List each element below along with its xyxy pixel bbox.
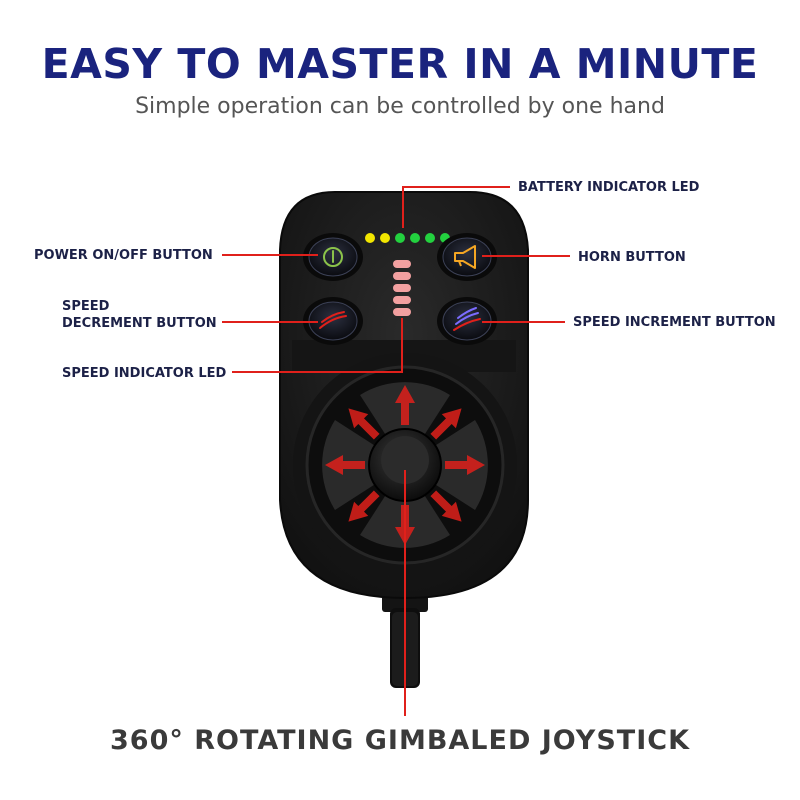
speed-down-icon (319, 311, 347, 329)
horn-icon (454, 245, 476, 269)
speed-increment-label: SPEED INCREMENT BUTTON (573, 315, 776, 330)
leader-speed-led (232, 318, 403, 373)
direction-arrows (325, 385, 485, 545)
speed-decrement-label: SPEED DECREMENT BUTTON (62, 298, 217, 332)
speed-decrement-label-line1: SPEED (62, 299, 110, 314)
horn-button[interactable] (437, 233, 497, 281)
leader-lines (222, 186, 570, 716)
page-title: EASY TO MASTER IN A MINUTE (41, 40, 759, 88)
speed-led-1 (393, 260, 411, 268)
battery-led-3 (395, 233, 405, 243)
battery-led-5 (425, 233, 435, 243)
battery-led-2 (380, 233, 390, 243)
horn-button-label: HORN BUTTON (578, 250, 686, 265)
speed-increment-button[interactable] (437, 297, 497, 345)
speed-led-5 (393, 308, 411, 316)
speed-led-2 (393, 272, 411, 280)
speed-decrement-button[interactable] (303, 297, 363, 345)
speed-decrement-label-line2: DECREMENT BUTTON (62, 316, 217, 331)
speed-led-4 (393, 296, 411, 304)
battery-led-1 (365, 233, 375, 243)
battery-indicator-label: BATTERY INDICATOR LED (518, 180, 700, 195)
battery-led-row (365, 233, 450, 243)
leader-battery (402, 186, 510, 228)
speed-led-column (393, 260, 411, 316)
joystick[interactable] (293, 353, 517, 577)
battery-led-4 (410, 233, 420, 243)
speed-indicator-label: SPEED INDICATOR LED (62, 366, 227, 381)
power-button[interactable] (303, 233, 363, 281)
joystick-caption: 360° ROTATING GIMBALED JOYSTICK (110, 725, 690, 756)
speed-up-icon (453, 307, 481, 331)
page-subtitle: Simple operation can be controlled by on… (135, 94, 665, 119)
power-button-label: POWER ON/OFF BUTTON (34, 248, 213, 263)
power-icon (323, 247, 343, 267)
speed-led-3 (393, 284, 411, 292)
